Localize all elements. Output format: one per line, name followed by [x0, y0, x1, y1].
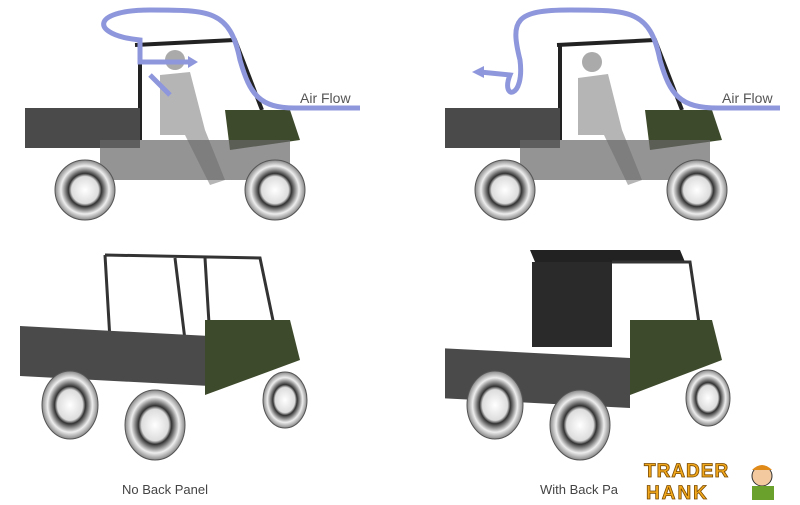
airflow-arrow	[101, 7, 296, 111]
airflow-arrow-down	[148, 73, 172, 97]
front-wheel	[244, 159, 306, 221]
rear-wheel	[54, 159, 116, 221]
back-panel	[532, 262, 612, 347]
caption-no-back-panel: No Back Panel	[122, 482, 208, 497]
airflow-label-right: Air Flow	[722, 90, 773, 106]
vehicle-side-with-panel	[445, 7, 780, 221]
roof-panel	[530, 250, 685, 262]
trader-hank-logo: TRADER HANK	[642, 458, 782, 502]
vehicle-3q-no-panel	[20, 253, 308, 461]
vehicle-side-no-panel	[25, 7, 360, 221]
caption-with-back-panel: With Back Pa	[540, 482, 619, 497]
airflow-arrow	[479, 7, 719, 111]
logo-text-hank: HANK	[646, 483, 709, 502]
vehicle-3q-with-panel	[445, 250, 731, 461]
logo-text-trader: TRADER	[644, 461, 729, 482]
airflow-label-left: Air Flow	[300, 90, 351, 106]
